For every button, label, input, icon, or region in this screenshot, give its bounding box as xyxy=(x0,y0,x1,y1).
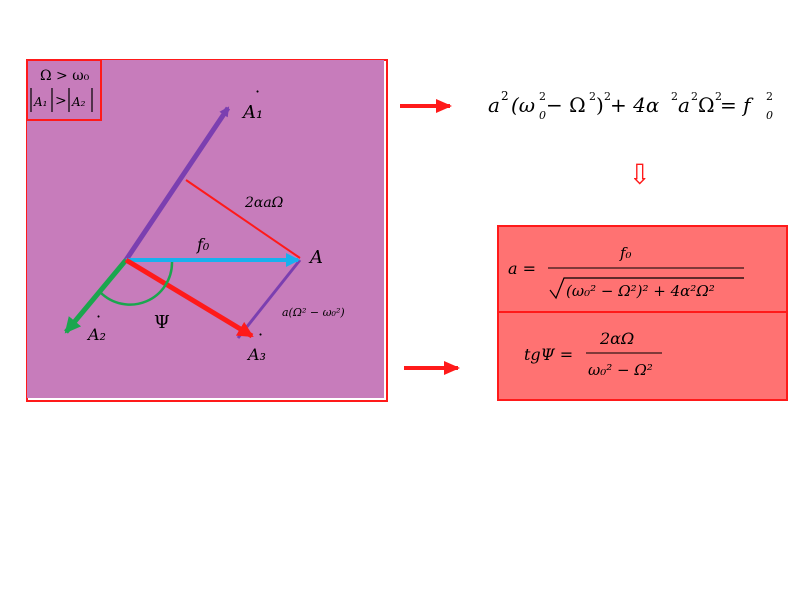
amp-lhs: a = xyxy=(508,259,536,278)
condition-a1: A₁ xyxy=(33,95,47,109)
label-f0: f₀ xyxy=(196,235,210,254)
eq-a-term-sup: 2 xyxy=(691,90,698,103)
label-a3-mark: · xyxy=(258,325,263,344)
amp-denom: (ω₀² − Ω²)² + 4α²Ω² xyxy=(566,282,715,300)
label-a3: A₃ xyxy=(246,345,266,364)
phase-numer: 2αΩ xyxy=(599,329,634,348)
amp-numer: f₀ xyxy=(619,244,632,262)
eq-outer-sup: 2 xyxy=(604,90,611,103)
vector-a1 xyxy=(123,106,231,262)
eq-omega0-sub: 0 xyxy=(539,109,546,122)
label-a1-mark: · xyxy=(255,82,260,101)
angle-psi-arc xyxy=(99,261,174,306)
eq-a: a xyxy=(488,93,500,117)
phase-lhs: tgΨ = xyxy=(524,345,573,364)
eq-omega-term: Ω xyxy=(698,93,715,117)
amp-sqrt xyxy=(549,277,744,300)
eq-omega-sup: 2 xyxy=(589,90,596,103)
diagram-background xyxy=(27,60,384,398)
eq-plus-4alpha: + 4α xyxy=(610,93,660,117)
condition-operator: > xyxy=(55,93,67,109)
label-side-top: 2αaΩ xyxy=(244,195,284,211)
main-equation: a 2 (ω 0 2 − Ω 2 ) 2 + 4α 2 a 2 Ω 2 = f … xyxy=(488,89,773,122)
label-side-right: a(Ω² − ω₀²) xyxy=(282,306,345,319)
condition-box xyxy=(26,59,102,121)
label-a: A xyxy=(308,247,323,268)
label-a1: A₁ xyxy=(241,102,263,123)
eq-paren-close: ) xyxy=(596,93,604,117)
eq-minus-omega: − Ω xyxy=(546,93,586,117)
condition-line-1: Ω > ω₀ xyxy=(40,68,90,84)
eq-paren-open: (ω xyxy=(511,93,535,117)
eq-equals-f: = f xyxy=(720,93,754,117)
eq-f-sup: 2 xyxy=(766,90,773,103)
phase-denom: ω₀² − Ω² xyxy=(588,361,653,379)
vector-a2 xyxy=(64,258,128,334)
vector-a3 xyxy=(124,257,254,339)
label-a2-mark: · xyxy=(96,307,101,326)
eq-a-term: a xyxy=(678,93,690,117)
side-2alpha-a-omega xyxy=(185,179,301,259)
label-a2: A₂ xyxy=(86,325,106,344)
eq-a-sup: 2 xyxy=(501,89,509,103)
eq-omega-term-sup: 2 xyxy=(715,90,722,103)
eq-f-sub: 0 xyxy=(766,109,773,122)
eq-omega0-sup: 2 xyxy=(539,90,546,103)
eq-alpha-sup: 2 xyxy=(671,90,678,103)
down-arrow-icon: ⇩ xyxy=(628,158,651,191)
condition-a2: A₂ xyxy=(71,95,86,109)
label-psi: Ψ xyxy=(154,312,170,333)
